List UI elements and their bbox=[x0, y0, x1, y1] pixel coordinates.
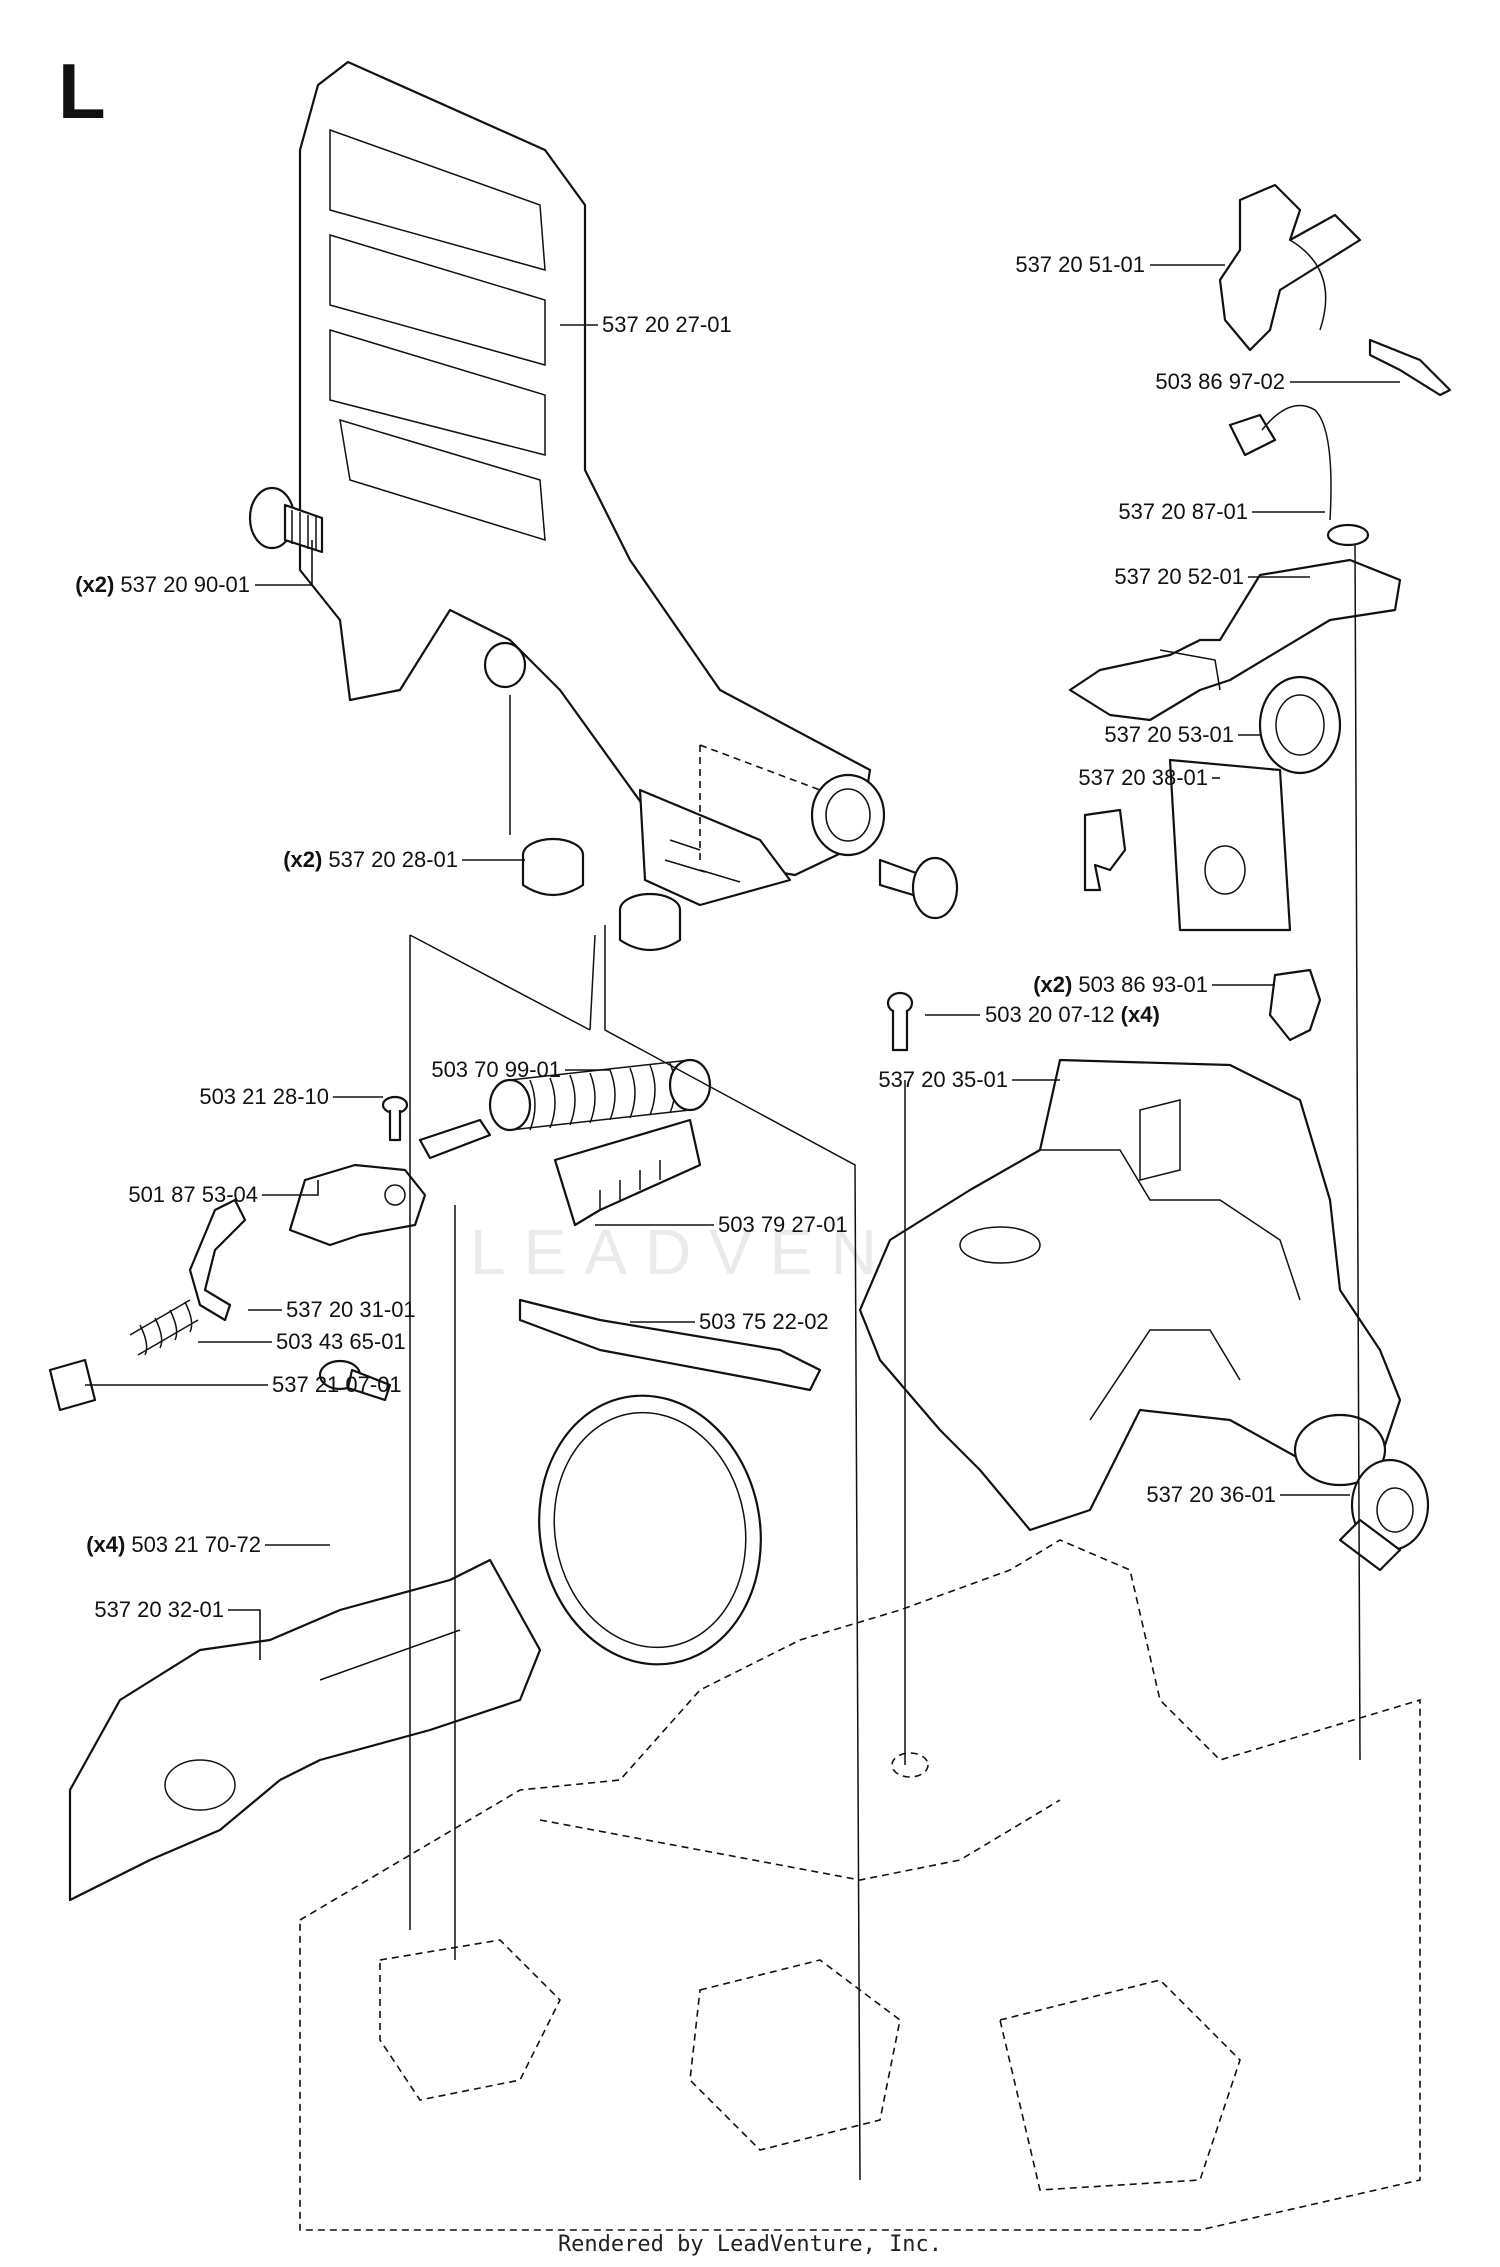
label-p15: 501 87 53-04 bbox=[128, 1182, 258, 1207]
latch-part bbox=[288, 1163, 427, 1247]
assembly-frame bbox=[409, 544, 1361, 2181]
label-p14: 503 21 28-10 bbox=[199, 1084, 329, 1109]
pivot-bolt-part bbox=[878, 856, 959, 920]
footer-credit: Rendered by LeadVenture, Inc. bbox=[557, 2232, 943, 2257]
spring-clip-part bbox=[1368, 338, 1452, 397]
screw-small-part bbox=[381, 1095, 409, 1142]
label-p11: 503 20 07-12(x4) bbox=[985, 1002, 1160, 1027]
brake-arm-part bbox=[188, 1198, 247, 1322]
label-p21: 537 20 36-01 bbox=[1146, 1482, 1276, 1507]
brake-band-part bbox=[518, 1298, 822, 1666]
label-p2: (x2)537 20 90-01 bbox=[75, 572, 250, 597]
adjuster-part bbox=[1293, 1413, 1430, 1572]
label-p12: 537 20 35-01 bbox=[878, 1067, 1008, 1092]
label-p5: 503 86 97-02 bbox=[1155, 369, 1285, 394]
spring-small-part bbox=[129, 1299, 199, 1356]
lock-part bbox=[1258, 675, 1342, 775]
wire-part bbox=[1228, 404, 1370, 547]
label-p8: 537 20 53-01 bbox=[1104, 722, 1234, 747]
label-p17: 537 20 31-01 bbox=[286, 1297, 416, 1322]
carrier-housing-part bbox=[858, 1058, 1402, 1532]
label-p16: 503 79 27-01 bbox=[718, 1212, 848, 1237]
label-p20: 537 21 07-01 bbox=[272, 1372, 402, 1397]
label-p4: 537 20 51-01 bbox=[1015, 252, 1145, 277]
cover-strip-part bbox=[553, 1118, 702, 1227]
plug-part bbox=[48, 1358, 97, 1412]
leader-lines bbox=[85, 264, 1400, 1660]
label-p18: 503 75 22-02 bbox=[699, 1309, 829, 1334]
label-p7: 537 20 52-01 bbox=[1114, 564, 1244, 589]
label-p19: 503 43 65-01 bbox=[276, 1329, 406, 1354]
clutch-cover-part bbox=[68, 1359, 542, 1902]
shaft-part bbox=[418, 1118, 492, 1160]
label-p23: 537 20 32-01 bbox=[94, 1597, 224, 1622]
brake-lever-part bbox=[1218, 183, 1362, 352]
label-p1: 537 20 27-01 bbox=[602, 312, 732, 337]
throttle-lever-part bbox=[1068, 558, 1402, 722]
cover-plate-part bbox=[1083, 758, 1292, 932]
engine-housing bbox=[299, 1539, 1421, 2231]
label-p6: 537 20 87-01 bbox=[1118, 499, 1248, 524]
part-labels: 537 20 27-01 (x2)537 20 90-01 (x2)537 20… bbox=[75, 252, 1285, 1622]
bushing-part bbox=[521, 837, 682, 951]
hand-guard-part bbox=[298, 60, 886, 907]
section-letter: L bbox=[58, 47, 106, 135]
label-p13: 503 70 99-01 bbox=[431, 1057, 561, 1082]
label-p10: (x2)503 86 93-01 bbox=[1033, 972, 1208, 997]
label-p9: 537 20 38-01 bbox=[1078, 765, 1208, 790]
grommet-part bbox=[886, 968, 1322, 1052]
spring-large-part bbox=[488, 1058, 712, 1132]
label-p3: (x2)537 20 28-01 bbox=[283, 847, 458, 872]
label-p22: (x4)503 21 70-72 bbox=[86, 1532, 261, 1557]
